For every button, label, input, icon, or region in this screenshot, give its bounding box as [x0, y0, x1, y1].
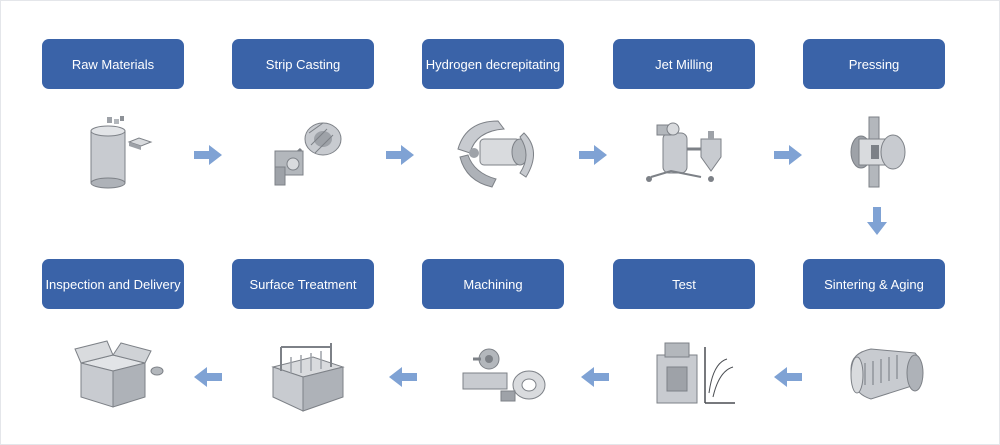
raw-materials-icon	[90, 116, 153, 189]
step-inspection-and-delivery: Inspection and Delivery	[42, 259, 184, 309]
step-pressing: Pressing	[803, 39, 945, 89]
strip-casting-icon	[274, 122, 342, 186]
flow-arrow-right-icon	[194, 145, 222, 165]
step-test: Test	[613, 259, 755, 309]
flow-arrow-left-icon	[581, 367, 609, 387]
machining-icon	[462, 348, 546, 402]
step-machining: Machining	[422, 259, 564, 309]
flow-arrow-left-icon	[389, 367, 417, 387]
flow-arrow-left-icon	[194, 367, 222, 387]
jet-milling-icon	[646, 122, 722, 182]
flow-arrow-right-icon	[579, 145, 607, 165]
step-surface-treatment: Surface Treatment	[232, 259, 374, 309]
pressing-icon	[850, 116, 906, 188]
surface-treatment-icon	[271, 343, 345, 412]
flow-arrow-right-icon	[774, 145, 802, 165]
step-raw-materials: Raw Materials	[42, 39, 184, 89]
step-hydrogen-decrepitating: Hydrogen decrepitating	[422, 39, 564, 89]
step-sintering-aging: Sintering & Aging	[803, 259, 945, 309]
flow-arrow-left-icon	[774, 367, 802, 387]
delivery-box-icon	[74, 340, 164, 408]
test-machine-icon	[656, 342, 735, 404]
step-strip-casting: Strip Casting	[232, 39, 374, 89]
flow-arrow-right-icon	[386, 145, 414, 165]
step-jet-milling: Jet Milling	[613, 39, 755, 89]
hydrogen-decrepitating-icon	[457, 120, 534, 188]
sintering-furnace-icon	[850, 348, 924, 400]
flow-arrow-down-icon	[867, 207, 887, 235]
